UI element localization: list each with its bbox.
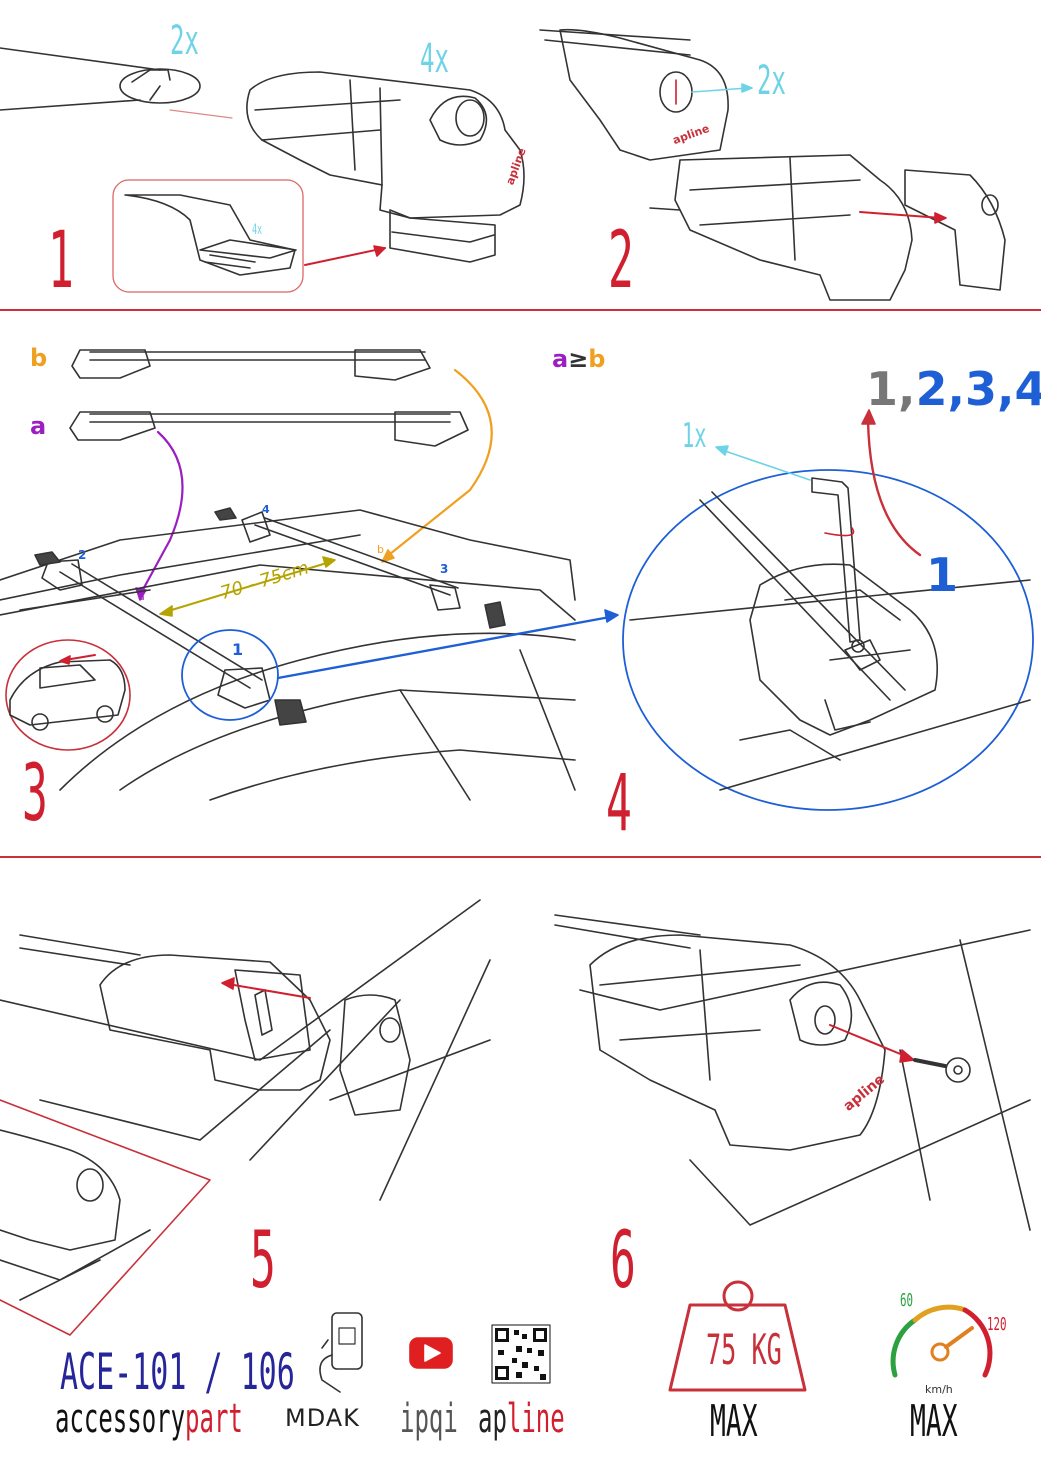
detail-circle-small bbox=[181, 629, 279, 721]
roof-bar-tube-drawing bbox=[0, 47, 201, 111]
installed-bars-drawing bbox=[34, 507, 506, 726]
detail-arrow bbox=[276, 615, 612, 680]
step-number-6: 6 bbox=[610, 1216, 636, 1306]
inset-arrowhead bbox=[373, 245, 386, 257]
step-number-1: 1 bbox=[48, 216, 74, 306]
distance-arrow bbox=[164, 561, 331, 613]
step-number-5: 5 bbox=[250, 1216, 276, 1306]
apline-logo-right: line bbox=[506, 1396, 565, 1442]
accessorypart-logo: accessorypart bbox=[55, 1396, 243, 1442]
car-direction-inset bbox=[5, 639, 131, 751]
corner-label-3: 3 bbox=[440, 562, 449, 576]
accessorypart-logo-right: part bbox=[185, 1396, 243, 1442]
max-load-label: MAX bbox=[710, 1396, 758, 1447]
tube-arrow bbox=[169, 109, 233, 119]
youtube-icon bbox=[409, 1337, 453, 1369]
step-number-4: 4 bbox=[606, 759, 632, 849]
section-divider-1 bbox=[0, 309, 1041, 311]
accessorypart-logo-left: accessory bbox=[55, 1396, 186, 1442]
model-number: ACE-101 / 106 bbox=[60, 1343, 295, 1401]
qr-code-icon bbox=[491, 1324, 551, 1384]
car-roof-drawing bbox=[0, 509, 576, 801]
tube-quantity: 2x bbox=[170, 18, 199, 64]
tightening-sequence: 1,2,3,4 bbox=[866, 362, 1041, 416]
apline-logo: apline bbox=[478, 1396, 565, 1442]
speed-unit: km/h bbox=[925, 1383, 953, 1396]
max-speed-label: MAX bbox=[910, 1396, 958, 1447]
sequence-arrow bbox=[866, 418, 922, 557]
cap-refit-drawing bbox=[0, 899, 491, 1201]
step-number-2: 2 bbox=[608, 216, 634, 306]
tightening-sequence-text: 1,2,3,4 bbox=[866, 362, 1041, 416]
key-tightening-drawing bbox=[629, 477, 1031, 791]
bar-a-position-mark: a bbox=[138, 590, 145, 603]
bar-a-label: a bbox=[30, 412, 47, 440]
foot-quantity: 4x bbox=[420, 36, 449, 82]
key-cyan-arrow bbox=[721, 449, 811, 481]
pad-quantity: 4x bbox=[252, 222, 263, 238]
first-bolt-number: 1 bbox=[926, 548, 959, 602]
section-divider-2 bbox=[0, 856, 1041, 858]
detail-circle-large bbox=[622, 469, 1034, 811]
inset-arrow bbox=[304, 247, 386, 266]
cap-cyan-arrow bbox=[691, 87, 749, 93]
pad-inset-box bbox=[112, 179, 304, 293]
step-number-3: 3 bbox=[22, 749, 48, 839]
lock-key-drawing bbox=[554, 914, 1031, 1231]
foot-unit-drawing bbox=[246, 71, 525, 263]
phone-hand-icon bbox=[319, 1312, 363, 1393]
hex-key-quantity: 1x bbox=[682, 416, 707, 456]
bar-b-position-mark: b bbox=[377, 543, 384, 556]
ipqi-label: ipqi bbox=[400, 1396, 458, 1442]
bar-b-label: b bbox=[30, 344, 48, 372]
cap-slide-arrow bbox=[859, 211, 943, 219]
weight-icon bbox=[668, 1280, 807, 1392]
length-rule: a≥b bbox=[552, 345, 606, 373]
cap-quantity: 2x bbox=[757, 58, 786, 104]
speedometer-icon bbox=[890, 1304, 993, 1378]
key-drawing bbox=[913, 1057, 971, 1083]
speed-tick-60: 60 bbox=[900, 1290, 914, 1311]
apline-logo-left: ap bbox=[478, 1396, 507, 1442]
bar-b-drawing bbox=[71, 349, 431, 381]
corner-label-4: 4 bbox=[262, 503, 270, 516]
key-insert-arrow bbox=[829, 1024, 911, 1059]
cap-refit-arrow bbox=[227, 983, 311, 999]
max-load-value: 75 KG bbox=[706, 1325, 782, 1374]
mdak-logo: MDAK bbox=[285, 1404, 360, 1432]
speed-tick-120: 120 bbox=[987, 1314, 1007, 1335]
bar-b-arrow bbox=[383, 368, 493, 560]
corner-label-1: 1 bbox=[232, 640, 244, 659]
lock-inset-drawing bbox=[0, 1129, 151, 1301]
lock-inset-frame bbox=[0, 1099, 211, 1336]
corner-label-2: 2 bbox=[78, 548, 87, 562]
bar-a-drawing bbox=[69, 411, 469, 447]
